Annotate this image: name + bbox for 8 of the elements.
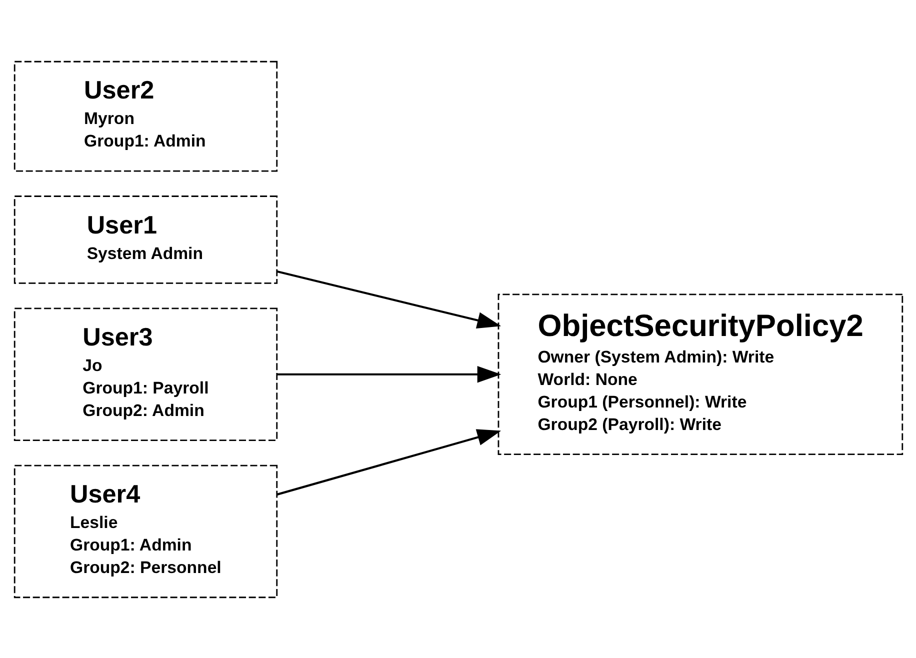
node-box: User4 Leslie Group1: Admin Group2: Personnel bbox=[13, 464, 278, 598]
arrow bbox=[276, 366, 501, 382]
arrow bbox=[276, 270, 501, 328]
node-box: User3 Jo Group1: Payroll Group2: Admin bbox=[13, 307, 278, 440]
arrow bbox=[276, 428, 501, 495]
node-box: ObjectSecurityPolicy2 Owner (System Admin): Write World: None Group1 (Personnel): Write Group2 (Payroll): Write bbox=[497, 293, 903, 455]
node-box: User2 Myron Group1: Admin bbox=[13, 60, 278, 172]
node-box: User1 System Admin bbox=[13, 195, 278, 284]
